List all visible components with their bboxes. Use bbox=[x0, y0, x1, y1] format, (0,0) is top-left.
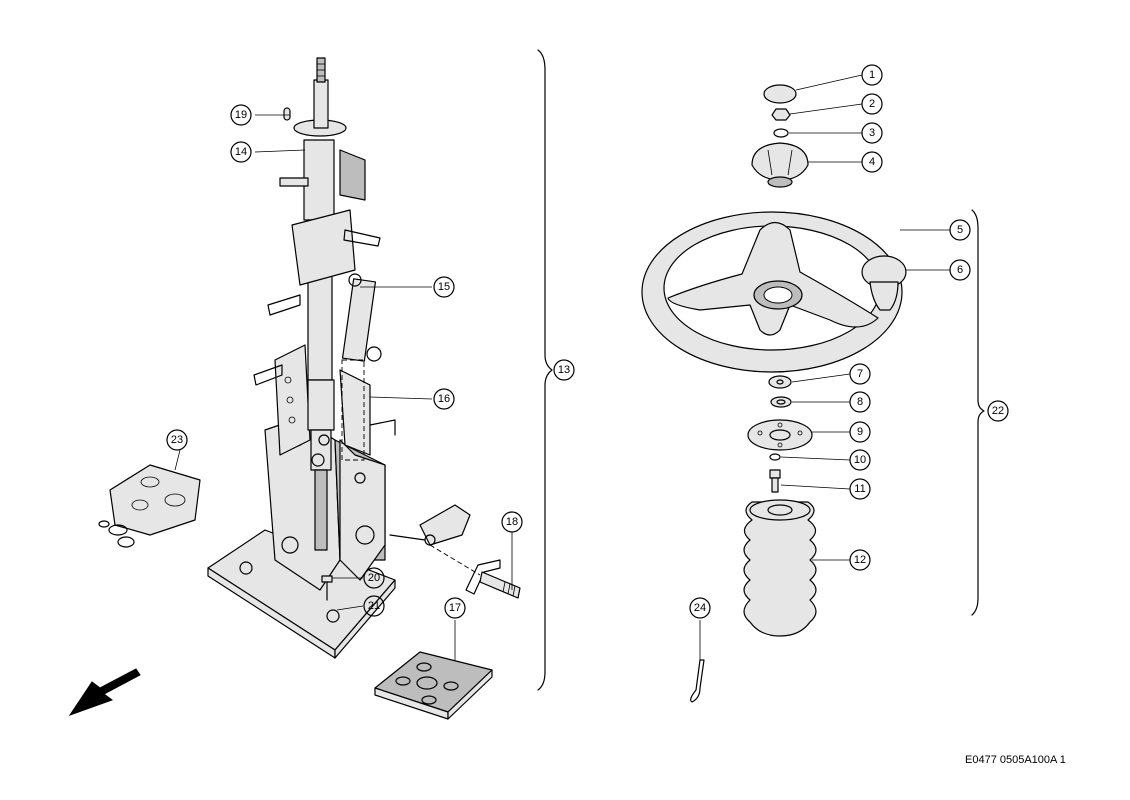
callout-17: 17 bbox=[444, 597, 466, 619]
callout-4: 4 bbox=[861, 151, 883, 173]
callout-1: 1 bbox=[861, 64, 883, 86]
svg-text:1: 1 bbox=[869, 69, 875, 81]
svg-text:19: 19 bbox=[235, 109, 247, 121]
callout-11: 11 bbox=[849, 478, 871, 500]
callout-18: 18 bbox=[501, 511, 523, 533]
svg-text:2: 2 bbox=[869, 98, 875, 110]
direction-arrow-icon bbox=[68, 668, 141, 716]
svg-text:20: 20 bbox=[368, 572, 380, 584]
part-2-nut bbox=[771, 108, 791, 121]
svg-text:24: 24 bbox=[694, 602, 706, 614]
part-4-hub-cover bbox=[751, 142, 809, 188]
svg-text:6: 6 bbox=[957, 264, 963, 276]
steering-column-assembly bbox=[207, 57, 471, 659]
callout-8: 8 bbox=[849, 391, 871, 413]
svg-text:13: 13 bbox=[558, 364, 570, 376]
group-22-bracket bbox=[971, 209, 985, 616]
svg-text:11: 11 bbox=[854, 483, 865, 495]
callout-7: 7 bbox=[849, 363, 871, 385]
callout-12: 12 bbox=[849, 549, 871, 571]
part-5-steering-wheel bbox=[641, 211, 903, 373]
part-18-shaft bbox=[429, 544, 521, 599]
part-7-washer bbox=[768, 375, 792, 389]
part-9-flange bbox=[747, 419, 813, 451]
svg-text:8: 8 bbox=[857, 396, 863, 408]
drawing-reference-code: E0477 0505A100A 1 bbox=[965, 754, 1066, 766]
part-10-washer bbox=[769, 453, 781, 461]
svg-text:12: 12 bbox=[854, 554, 866, 566]
callout-9: 9 bbox=[849, 421, 871, 443]
callout-6: 6 bbox=[949, 259, 971, 281]
svg-text:5: 5 bbox=[957, 224, 963, 236]
part-12-boot bbox=[743, 499, 817, 637]
callout-21: 21 bbox=[363, 595, 385, 617]
svg-text:16: 16 bbox=[438, 393, 450, 405]
svg-text:9: 9 bbox=[857, 426, 863, 438]
svg-text:10: 10 bbox=[854, 454, 866, 466]
svg-text:15: 15 bbox=[438, 281, 450, 293]
svg-text:17: 17 bbox=[449, 602, 461, 614]
part-19-pin bbox=[283, 107, 291, 121]
svg-text:3: 3 bbox=[869, 127, 875, 139]
leader-lines bbox=[174, 74, 950, 660]
svg-text:14: 14 bbox=[235, 146, 247, 158]
callout-10: 10 bbox=[849, 449, 871, 471]
svg-text:21: 21 bbox=[368, 600, 380, 612]
callout-24: 24 bbox=[689, 597, 711, 619]
callout-16: 16 bbox=[433, 388, 455, 410]
callout-20: 20 bbox=[363, 567, 385, 589]
part-23-seal-kit bbox=[98, 464, 201, 548]
svg-text:7: 7 bbox=[857, 368, 863, 380]
svg-text:22: 22 bbox=[992, 405, 1004, 417]
callout-13: 13 bbox=[553, 359, 575, 381]
callout-22: 22 bbox=[987, 400, 1009, 422]
callout-15: 15 bbox=[433, 276, 455, 298]
part-11-bolt bbox=[769, 469, 781, 493]
callout-2: 2 bbox=[861, 93, 883, 115]
part-6-spinner-knob bbox=[861, 255, 907, 311]
part-1-cap bbox=[763, 84, 797, 104]
group-13-bracket bbox=[537, 49, 553, 691]
svg-text:23: 23 bbox=[171, 434, 183, 446]
callout-3: 3 bbox=[861, 122, 883, 144]
callout-14: 14 bbox=[230, 141, 252, 163]
svg-text:4: 4 bbox=[869, 156, 875, 168]
callout-19: 19 bbox=[230, 104, 252, 126]
callout-23: 23 bbox=[166, 429, 188, 451]
part-8-washer bbox=[770, 396, 792, 408]
callout-5: 5 bbox=[949, 219, 971, 241]
part-24-cable-tie bbox=[690, 659, 705, 703]
part-3-washer bbox=[773, 128, 789, 138]
part-17-gasket bbox=[374, 651, 493, 720]
svg-text:18: 18 bbox=[506, 516, 518, 528]
